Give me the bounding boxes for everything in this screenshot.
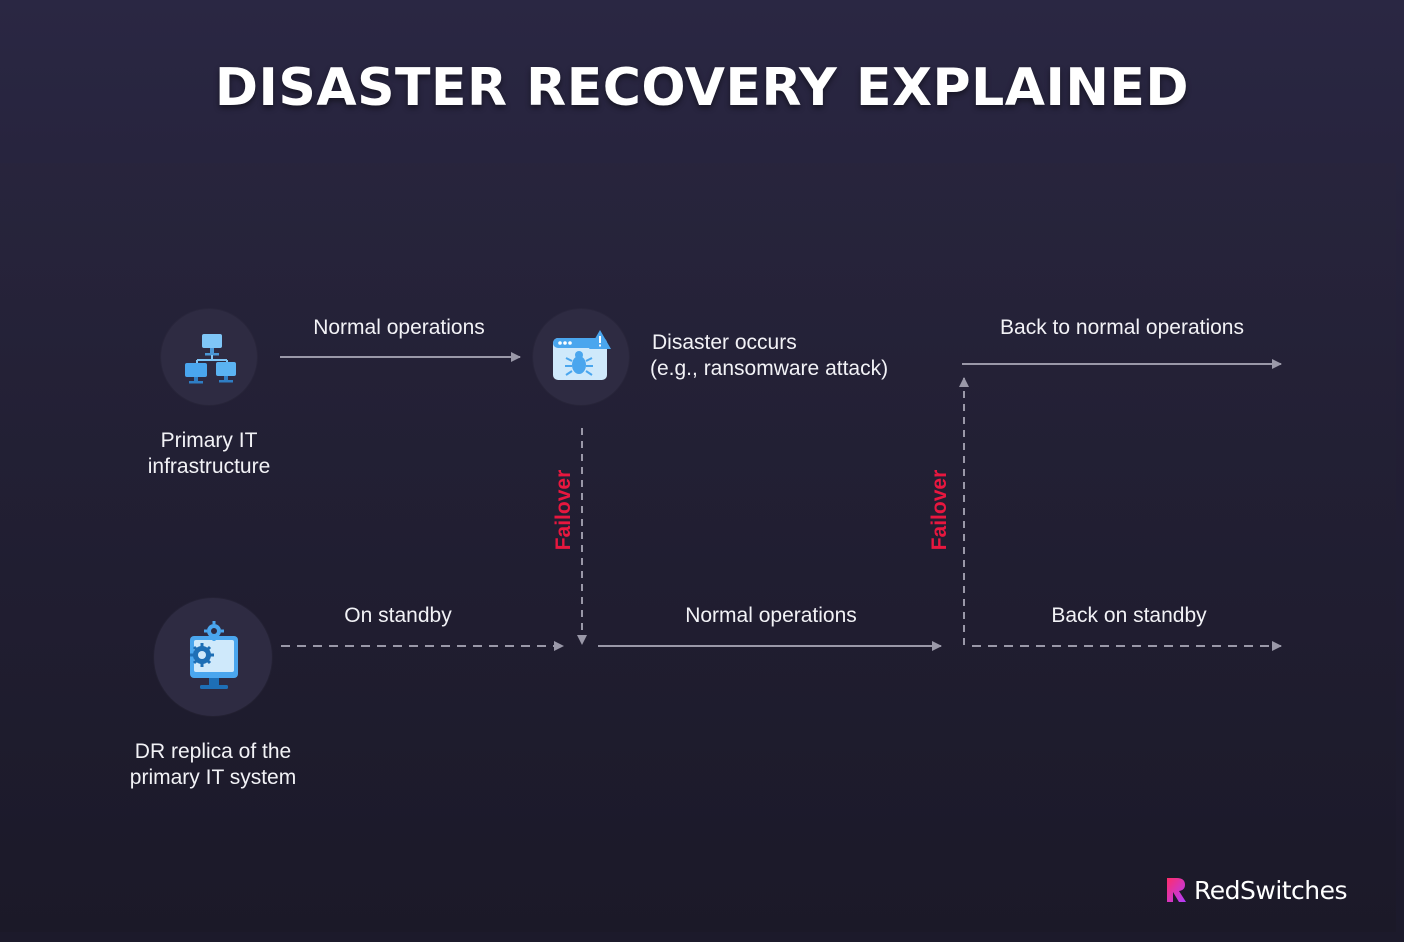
disaster-node-circle bbox=[533, 309, 629, 405]
replica-node-label: DR replica of the primary IT system bbox=[129, 740, 297, 789]
primary-node-label: Primary IT infrastructure bbox=[147, 429, 271, 478]
failover-label-right: Failover bbox=[928, 469, 951, 551]
edge-label-bottom-normal: Normal operations bbox=[685, 604, 857, 627]
brand-logo: RedSwitches bbox=[1164, 872, 1348, 908]
edge-label-back-standby: Back on standby bbox=[1051, 604, 1207, 627]
bug-warning-window-icon bbox=[553, 330, 611, 380]
failover-label-left: Failover bbox=[552, 469, 575, 551]
gear-monitor-icon bbox=[190, 621, 238, 689]
diagram-panel bbox=[0, 163, 1396, 932]
edge-label-on-standby: On standby bbox=[344, 604, 452, 627]
network-computers-icon bbox=[185, 334, 236, 384]
redswitches-logo-icon bbox=[1167, 878, 1186, 902]
page-title: DISASTER RECOVERY EXPLAINED bbox=[214, 58, 1190, 118]
brand-name: RedSwitches bbox=[1194, 875, 1348, 905]
disaster-node-label-line2: (e.g., ransomware attack) bbox=[650, 357, 889, 380]
disaster-node-label-line1: Disaster occurs bbox=[652, 331, 797, 354]
primary-node-circle bbox=[161, 309, 257, 405]
replica-node-circle bbox=[154, 598, 272, 716]
edge-label-top-normal: Normal operations bbox=[313, 316, 485, 339]
edge-label-back-normal: Back to normal operations bbox=[1000, 316, 1244, 339]
